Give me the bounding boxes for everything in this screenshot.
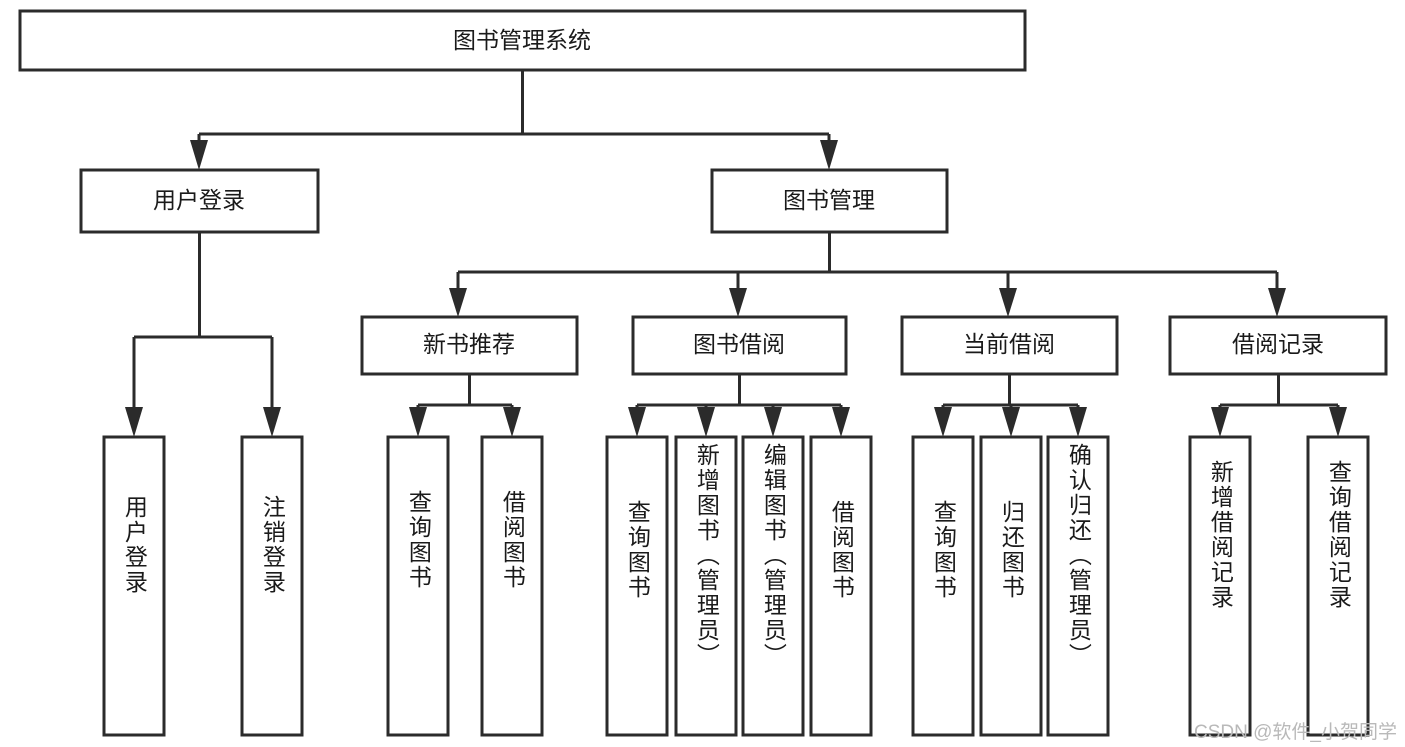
leaf-box-user-login[interactable] bbox=[102, 435, 166, 737]
leaf-box-newbook-query[interactable] bbox=[386, 435, 450, 737]
arrow-head-borrowbook-leaf-3 bbox=[764, 407, 782, 437]
node-book-borrow[interactable]: 图书借阅 bbox=[631, 315, 848, 376]
arrow-head-record-leaf-1 bbox=[1211, 407, 1229, 437]
node-user-login-box bbox=[79, 168, 320, 234]
node-book-borrow-label: 图书借阅 bbox=[693, 331, 785, 357]
node-new-book-recommend-label: 新书推荐 bbox=[423, 331, 515, 357]
connector-group-current-borrow bbox=[934, 374, 1087, 437]
node-current-borrow[interactable]: 当前借阅 bbox=[900, 315, 1119, 376]
arrow-head-book-manage bbox=[820, 140, 838, 170]
arrow-head-current-borrow bbox=[999, 288, 1017, 317]
leaf-box-current-query[interactable] bbox=[911, 435, 975, 737]
node-user-login[interactable]: 用户登录 bbox=[79, 168, 320, 234]
leaf-box-borrow-edit[interactable] bbox=[741, 435, 805, 737]
arrow-head-record-leaf-2 bbox=[1329, 407, 1347, 437]
node-borrow-record-box bbox=[1168, 315, 1388, 376]
arrow-head-user-leaf-1 bbox=[125, 407, 143, 437]
connector-group-book-manage bbox=[449, 232, 1286, 317]
arrow-head-newbook-leaf-2 bbox=[503, 407, 521, 437]
connector-group-borrow-book bbox=[628, 374, 850, 437]
node-root-label: 图书管理系统 bbox=[453, 27, 591, 53]
arrow-head-user-login bbox=[190, 140, 208, 170]
leaf-box-current-confirm[interactable] bbox=[1046, 435, 1110, 737]
node-borrow-record-label: 借阅记录 bbox=[1232, 331, 1324, 357]
arrow-head-borrowbook-leaf-4 bbox=[832, 407, 850, 437]
connector-group-borrow-record bbox=[1211, 374, 1347, 437]
leaf-box-borrow-add[interactable] bbox=[674, 435, 738, 737]
node-new-book-recommend[interactable]: 新书推荐 bbox=[360, 315, 579, 376]
leaf-box-record-query[interactable] bbox=[1306, 435, 1370, 737]
arrow-head-current-leaf-1 bbox=[934, 407, 952, 437]
node-new-book-recommend-box bbox=[360, 315, 579, 376]
node-current-borrow-label: 当前借阅 bbox=[963, 331, 1055, 357]
arrow-head-newbook-leaf-1 bbox=[409, 407, 427, 437]
node-user-login-label: 用户登录 bbox=[153, 187, 245, 213]
arrow-head-current-leaf-2 bbox=[1002, 407, 1020, 437]
node-book-borrow-box bbox=[631, 315, 848, 376]
arrow-head-borrowbook-leaf-2 bbox=[697, 407, 715, 437]
leaf-box-borrow-query[interactable] bbox=[605, 435, 669, 737]
node-book-manage-box bbox=[710, 168, 949, 234]
leaf-box-current-return[interactable] bbox=[979, 435, 1043, 737]
leaf-box-borrow-take[interactable] bbox=[809, 435, 873, 737]
connector-group-new-book bbox=[409, 374, 521, 437]
leaf-box-newbook-borrow[interactable] bbox=[480, 435, 544, 737]
arrow-head-borrow-book bbox=[729, 288, 747, 317]
leaf-box-user-logout[interactable] bbox=[240, 435, 304, 737]
node-book-manage-label: 图书管理 bbox=[783, 187, 875, 213]
arrow-head-borrowbook-leaf-1 bbox=[628, 407, 646, 437]
connector-group-user-login bbox=[125, 232, 281, 437]
node-borrow-record[interactable]: 借阅记录 bbox=[1168, 315, 1388, 376]
leaf-box-record-add[interactable] bbox=[1188, 435, 1252, 737]
arrow-head-borrow-record bbox=[1268, 288, 1286, 317]
node-book-manage[interactable]: 图书管理 bbox=[710, 168, 949, 234]
leaf-boxes bbox=[102, 435, 1370, 737]
arrow-head-new-book bbox=[449, 288, 467, 317]
arrow-head-current-leaf-3 bbox=[1069, 407, 1087, 437]
connector-group-root bbox=[190, 70, 838, 170]
node-root[interactable]: 图书管理系统 bbox=[18, 9, 1027, 72]
arrow-head-user-leaf-2 bbox=[263, 407, 281, 437]
node-current-borrow-box bbox=[900, 315, 1119, 376]
node-root-box bbox=[18, 9, 1027, 72]
